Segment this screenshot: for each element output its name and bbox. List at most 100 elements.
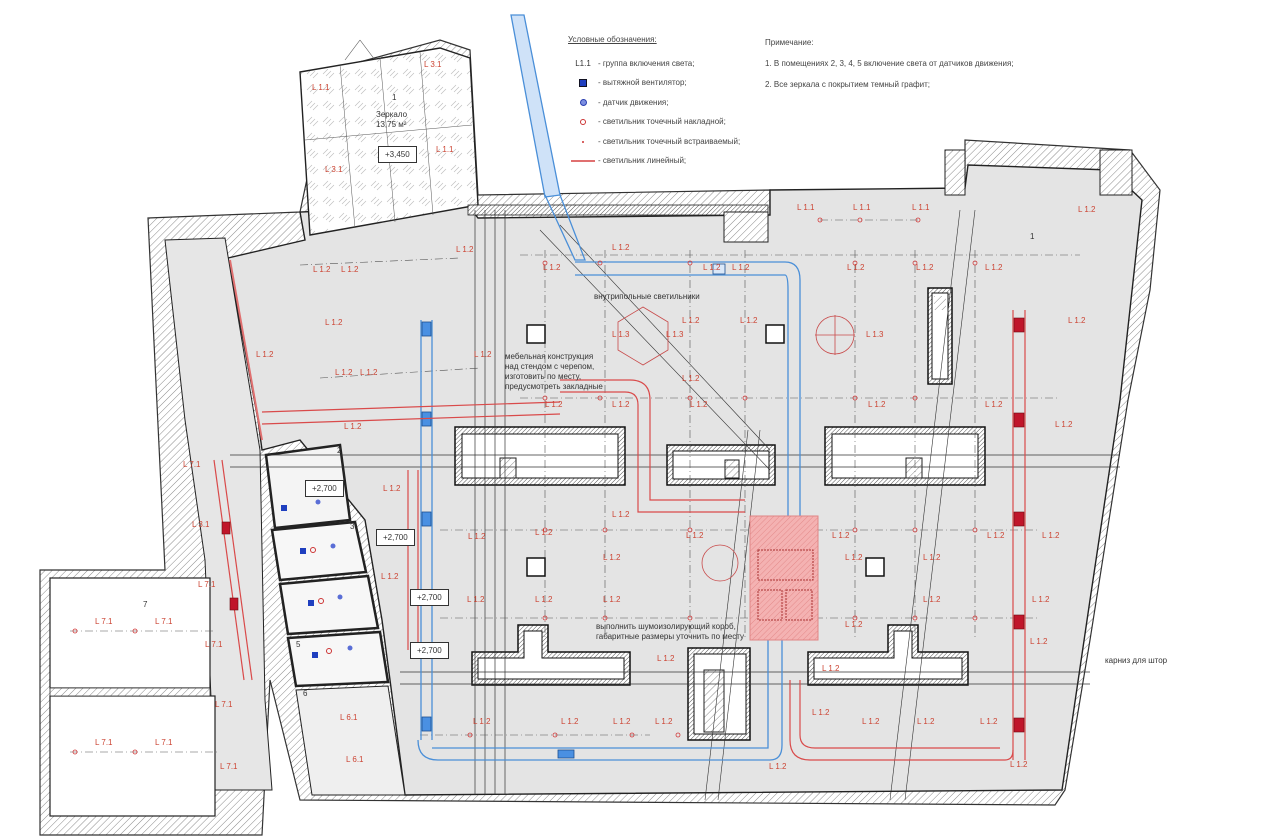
- group-tag: L 1.2: [561, 717, 579, 726]
- exhaust-fan-icon: [568, 79, 598, 88]
- group-tag: L 1.2: [603, 595, 621, 604]
- group-tag: L 7.1: [155, 617, 173, 626]
- group-label-icon: L1.1: [575, 58, 591, 68]
- group-tag: L 7.1: [95, 738, 113, 747]
- fan-units: [526, 324, 885, 577]
- room-4-elevation: +2,700: [410, 589, 449, 606]
- legend-row-fan: - вытяжной вентилятор;: [568, 74, 740, 94]
- ceiling-lights-note: внутрипольные светильники: [594, 292, 700, 301]
- group-tag: L 1.2: [923, 553, 941, 562]
- group-tag: L 1.2: [545, 400, 563, 409]
- notes-title: Примечание:: [765, 38, 814, 47]
- group-tag: L 1.2: [682, 316, 700, 325]
- linear-light-left: [229, 259, 263, 441]
- stair-lines: [344, 39, 376, 61]
- legend-row-group: L1.1 - группа включения света;: [568, 54, 740, 74]
- room-6-number: 6: [303, 689, 308, 698]
- group-tag: L 3.1: [424, 60, 442, 69]
- group-tag: L 6.1: [346, 755, 364, 764]
- legend: Условные обозначения: L1.1 - группа вклю…: [568, 36, 740, 171]
- group-tag: L 1.2: [1055, 420, 1073, 429]
- room-3-elevation: +2,700: [376, 529, 415, 546]
- mirror-room-elevation: +3,450: [378, 146, 417, 163]
- group-tag: L 1.1: [912, 203, 930, 212]
- group-tag: L 3.1: [325, 165, 343, 174]
- group-tag: L 1.2: [612, 400, 630, 409]
- legend-row-sensor: - датчик движения;: [568, 93, 740, 113]
- noise-box-note-2: габаритные размеры уточнить по месту: [596, 632, 744, 641]
- group-tag: L 1.2: [344, 422, 362, 431]
- linear-light-icon: [568, 160, 598, 163]
- group-tag: L 1.2: [474, 350, 492, 359]
- group-tag: L 1.2: [543, 263, 561, 272]
- note-2: 2. Все зеркала с покрытием темный графит…: [765, 80, 930, 89]
- room-2-number: 2: [337, 446, 342, 455]
- group-tag: L 1.3: [666, 330, 684, 339]
- group-tag: L 1.2: [812, 708, 830, 717]
- legend-text: - датчик движения;: [598, 97, 669, 107]
- group-tag: L 1.2: [1042, 531, 1060, 540]
- legend-text: - вытяжной вентилятор;: [598, 78, 687, 88]
- room-fixtures: [281, 499, 353, 658]
- group-tag: L 1.2: [985, 263, 1003, 272]
- group-tag: L 1.2: [740, 316, 758, 325]
- group-tag: L 1.2: [657, 654, 675, 663]
- group-tag: L 1.2: [473, 717, 491, 726]
- group-tag: L 1.2: [862, 717, 880, 726]
- mirror-room-grid: [304, 51, 473, 229]
- group-tag: L 1.2: [535, 595, 553, 604]
- group-tag: L 1.2: [987, 531, 1005, 540]
- group-tag: L 6.1: [340, 713, 358, 722]
- group-tag: L 1.2: [1010, 760, 1028, 769]
- group-tag: L 1.2: [383, 484, 401, 493]
- furniture-note-2: над стендом с черепом,: [505, 362, 595, 371]
- group-tag: L 1.2: [822, 664, 840, 673]
- legend-text: - светильник линейный;: [598, 156, 687, 166]
- group-tag: L 1.2: [612, 243, 630, 252]
- group-tag: L 3.1: [192, 520, 210, 529]
- group-tag: L 1.2: [603, 553, 621, 562]
- legend-row-recessed-spot: - светильник точечный встраиваемый;: [568, 132, 740, 152]
- group-tag: L 1.1: [312, 83, 330, 92]
- room-7-number: 7: [143, 600, 148, 609]
- group-tag: L 1.2: [682, 374, 700, 383]
- noise-box-note-1: выполнить шумоизолирующий короб,: [596, 622, 736, 631]
- group-tag: L 1.2: [467, 595, 485, 604]
- group-tag: L 1.2: [923, 595, 941, 604]
- group-tag: L 1.2: [1032, 595, 1050, 604]
- group-tag: L 7.1: [155, 738, 173, 747]
- ceiling-features: [617, 306, 855, 582]
- group-tag: L 1.2: [847, 263, 865, 272]
- main-room-number: 1: [1030, 232, 1035, 241]
- group-tag: L 1.2: [686, 531, 704, 540]
- group-tag: L 1.2: [313, 265, 331, 274]
- group-tag: L 1.2: [456, 245, 474, 254]
- group-tag: L 7.1: [205, 640, 223, 649]
- furniture-note-4: предусмотреть закладные: [505, 382, 603, 391]
- group-tag: L 7.1: [183, 460, 201, 469]
- group-tag: L 1.2: [868, 400, 886, 409]
- room-5-elevation: +2,700: [410, 642, 449, 659]
- group-tag: L 1.3: [612, 330, 630, 339]
- room-3-number: 3: [350, 522, 355, 531]
- group-tag: L 7.1: [198, 580, 216, 589]
- recessed-spotlight-icon: [568, 140, 598, 143]
- exhaust-grilles: [221, 317, 1025, 733]
- exhaust-duct: [213, 310, 1026, 761]
- group-tag: L 1.2: [360, 368, 378, 377]
- furniture-note-3: изготовить по месту,: [505, 372, 582, 381]
- group-tag: L 1.2: [917, 717, 935, 726]
- mirror-room-area: 13,75 м²: [376, 120, 407, 129]
- group-tag: L 1.2: [325, 318, 343, 327]
- top-wall-segments: [467, 149, 1133, 243]
- group-tag: L 1.2: [916, 263, 934, 272]
- group-tag: L 1.2: [690, 400, 708, 409]
- surface-spotlight-icon: [568, 119, 598, 126]
- curtain-rod-note: карниз для штор: [1105, 656, 1168, 665]
- mirror-room-label: Зеркало: [376, 110, 408, 119]
- legend-row-surface-spot: - светильник точечный накладной;: [568, 113, 740, 133]
- group-tag: L 1.2: [612, 510, 630, 519]
- group-tag: L 1.2: [1030, 637, 1048, 646]
- room-2-elevation: +2,700: [305, 480, 344, 497]
